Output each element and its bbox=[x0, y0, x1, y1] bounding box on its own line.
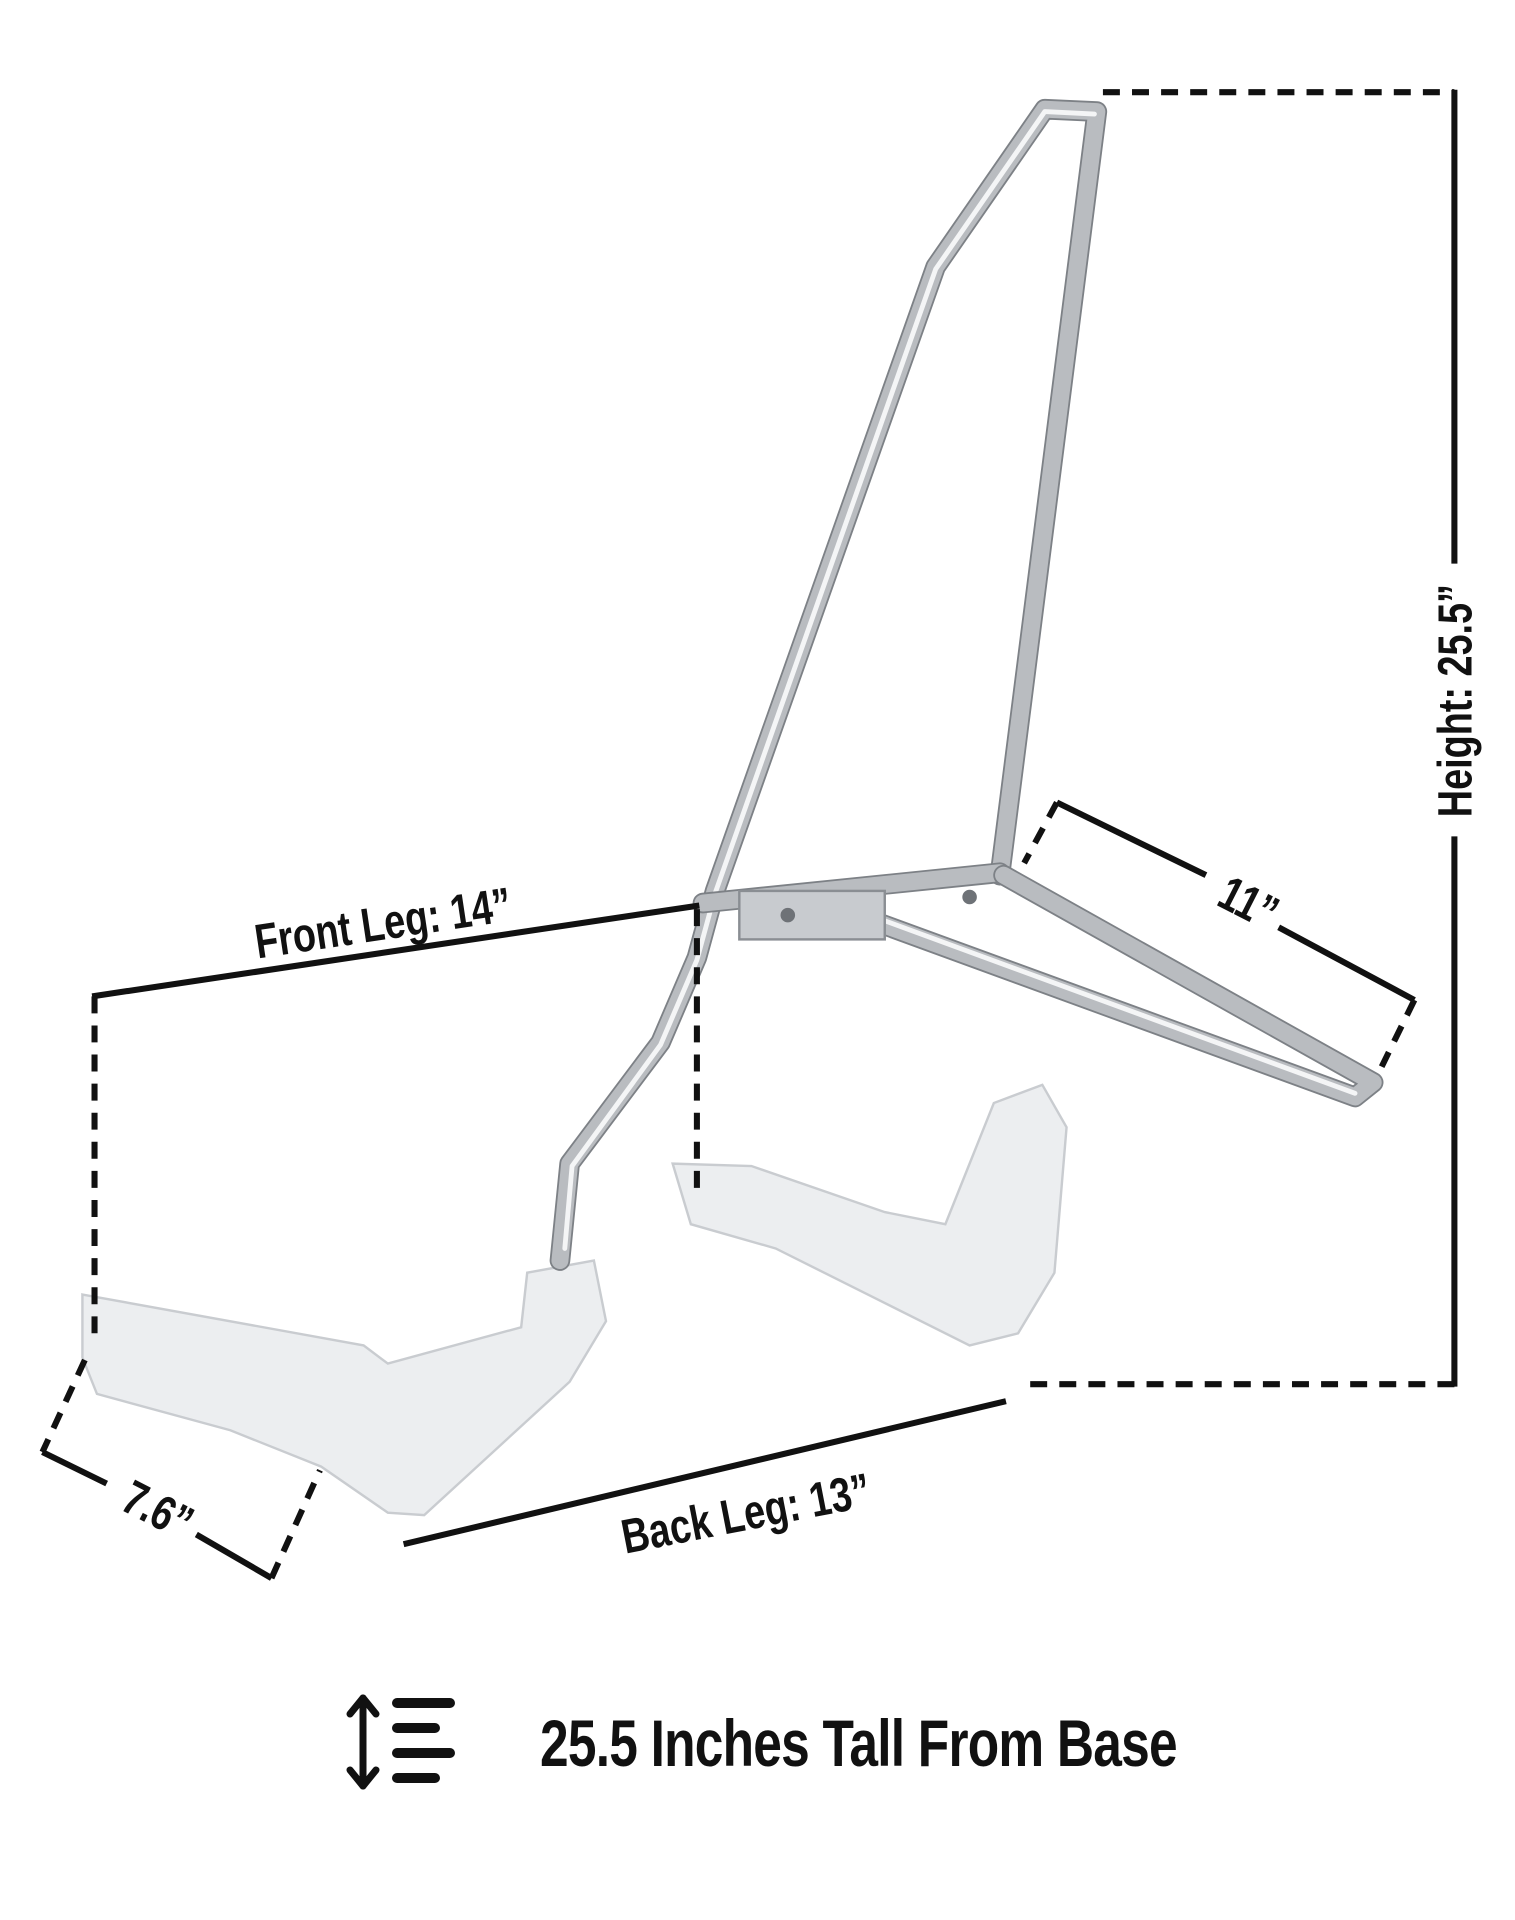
mounting-bracket bbox=[738, 889, 886, 941]
back-leg-label: Back Leg: 13” bbox=[617, 1464, 875, 1565]
plate-width-label: 7.6” bbox=[113, 1471, 201, 1551]
bolt-icon bbox=[962, 889, 977, 905]
feature-text: 25.5 Inches Tall From Base bbox=[540, 1705, 1178, 1780]
rear-plate-right bbox=[671, 1083, 1068, 1347]
feature-callout: 25.5 Inches Tall From Base bbox=[345, 1690, 1356, 1795]
vertical-height-icon bbox=[346, 1694, 455, 1790]
sissy-bar-product bbox=[81, 98, 1384, 1517]
rear-support-tube bbox=[815, 866, 1382, 1106]
height-dimension: Height: 25.5” bbox=[1030, 89, 1483, 1388]
width-dimension: 11” bbox=[1021, 799, 1418, 1068]
height-label: Height: 25.5” bbox=[1429, 584, 1483, 817]
width-label: 11” bbox=[1210, 866, 1287, 940]
bolt-icon bbox=[780, 907, 796, 923]
front-plate-left bbox=[81, 1259, 608, 1517]
backrest-loop-tube bbox=[551, 100, 1106, 1270]
